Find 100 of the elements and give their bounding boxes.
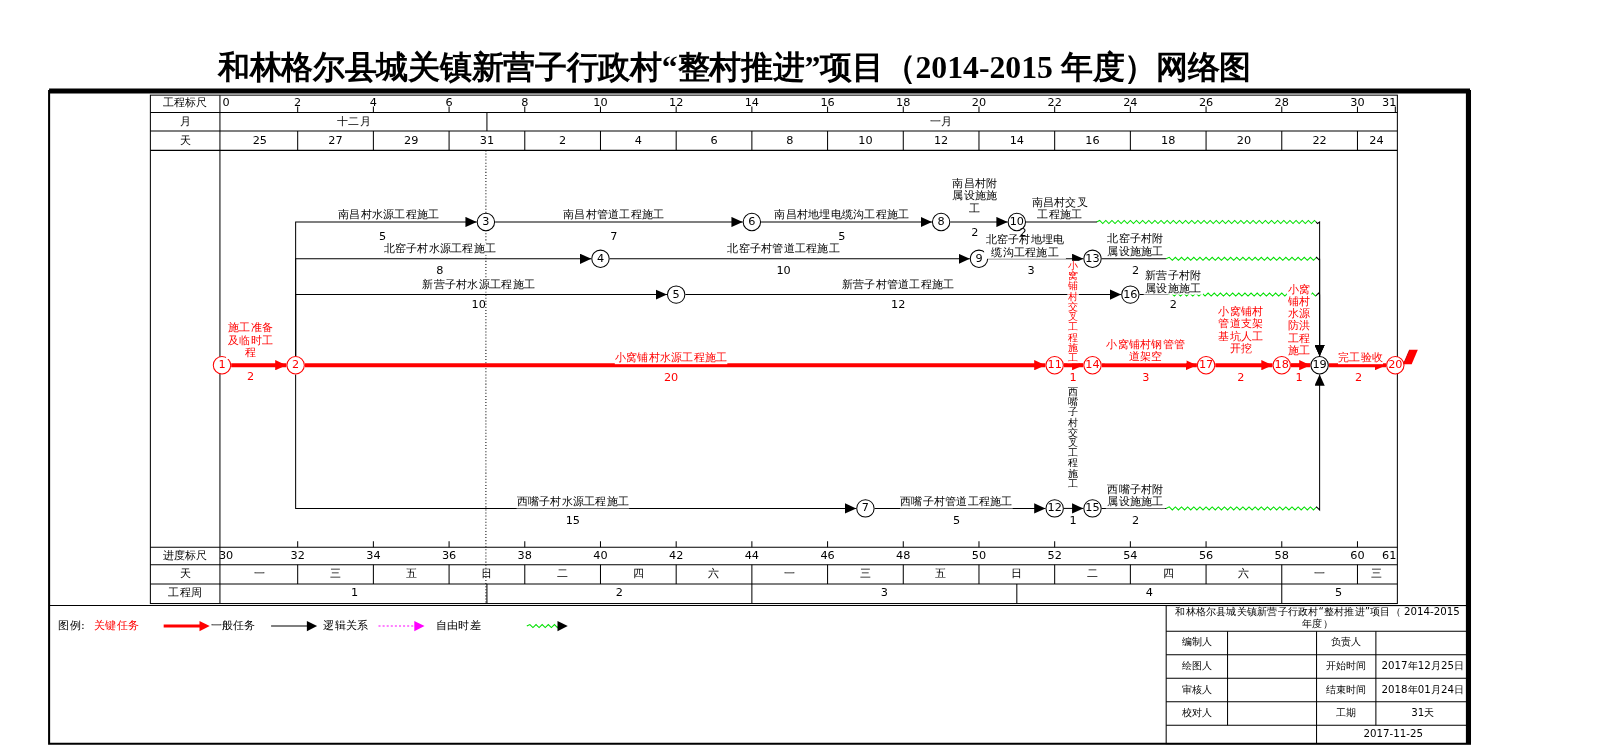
weekday-label: 三	[859, 567, 872, 580]
event-circle: 12	[1045, 499, 1064, 518]
row-header: 天	[179, 567, 191, 580]
table-cell-text: 绘图人	[1181, 659, 1213, 673]
arrow	[949, 216, 1009, 228]
duration-label: 2	[971, 227, 979, 240]
day-number: 2	[559, 135, 567, 148]
event-circle: 7	[856, 499, 875, 518]
scale-number: 26	[1198, 97, 1214, 110]
duration-label: 15	[565, 514, 580, 527]
scale-number: 18	[896, 97, 911, 110]
weekday-label: 三	[329, 567, 342, 580]
day-number: 25	[252, 135, 267, 148]
arrow	[1328, 360, 1387, 371]
event-circle: 18	[1272, 356, 1291, 375]
edge-label: 小窝铺村钢管管道架空	[1104, 338, 1187, 364]
duration-label: 10	[776, 264, 791, 278]
edge-label: 西嘴子村水源工程施工	[516, 496, 630, 509]
table-cell-text: 编制人	[1181, 636, 1213, 649]
scale-number: 58	[1274, 549, 1289, 562]
row-header: 月	[179, 115, 191, 128]
duration-label: 5	[838, 231, 846, 244]
scale-number: 30	[218, 549, 234, 562]
event-circle: 13	[1083, 249, 1102, 268]
duration-label: 5	[379, 231, 387, 244]
edge-label: 北窑子村附属设施施工	[1105, 233, 1166, 258]
arrow	[1215, 360, 1273, 371]
duration-label: 2	[1354, 371, 1363, 384]
arrow	[295, 289, 668, 357]
edge-label: 北窑子村水源工程施工	[383, 242, 497, 255]
scale-number: 44	[744, 549, 760, 562]
edge-label: 南昌村附属设施施工	[950, 178, 1000, 215]
arrow	[1063, 360, 1084, 371]
scale-number: 20	[971, 97, 987, 110]
event-circle: 14	[1083, 356, 1102, 375]
edge-label: 西嘴子村管道工程施工	[900, 496, 1013, 509]
edge-label: 新营子村水源工程施工	[422, 279, 535, 292]
duration-label: 3	[1142, 371, 1150, 384]
scale-number: 0	[222, 97, 230, 110]
scale-number: 16	[820, 97, 835, 110]
arrow	[684, 289, 1122, 300]
arrow	[494, 216, 744, 228]
table-cell-text: 审核人	[1181, 683, 1213, 696]
weekday-label: 日	[1011, 567, 1023, 580]
scale-number: 40	[593, 549, 608, 562]
day-number: 8	[786, 135, 794, 148]
scale-number: 36	[441, 549, 457, 562]
table-cell-text: 2017年12月25日	[1381, 659, 1465, 673]
scale-number: 30	[1350, 97, 1365, 110]
event-circle: 15	[1083, 499, 1102, 518]
event-circle: 11	[1045, 356, 1064, 375]
duration-label: 7	[610, 231, 618, 244]
edge-label: 南昌村交叉工程施工	[1030, 196, 1090, 221]
day-number: 4	[634, 135, 642, 148]
event-circle: 19	[1310, 356, 1329, 375]
month-label: 一月	[929, 115, 953, 128]
week-number: 3	[880, 587, 888, 600]
scale-number: 24	[1123, 97, 1138, 110]
day-number: 20	[1236, 135, 1252, 148]
weekday-label: 五	[405, 567, 417, 580]
duration-label: 12	[891, 298, 906, 311]
duration-label: 2	[1131, 514, 1140, 527]
duration-label: 20	[663, 371, 679, 384]
week-number: 4	[1145, 587, 1153, 600]
table-cell-text: 结束时间	[1325, 683, 1367, 696]
event-circle: 16	[1121, 285, 1140, 304]
table-cell-text: 工期	[1336, 706, 1357, 720]
edge-label: 小窝铺村水源工程施工	[614, 351, 728, 365]
scale-number: 61	[1382, 549, 1397, 562]
event-circle: 1	[212, 356, 232, 375]
scale-number: 10	[593, 97, 608, 110]
duration-label: 8	[436, 264, 444, 278]
weekday-label: 四	[1162, 567, 1174, 580]
scale-number: 8	[521, 97, 529, 110]
edge-label: 完工验收	[1338, 351, 1384, 365]
row-header: 进度标尺	[162, 549, 208, 562]
weekday-label: 六	[1238, 567, 1250, 580]
legend-label: 关键任务	[94, 619, 140, 633]
day-number: 18	[1161, 135, 1176, 148]
weekday-label: 二	[557, 567, 569, 580]
weekday-label: 五	[935, 567, 947, 580]
scale-number: 38	[517, 549, 532, 562]
legend-label: 自由时差	[435, 619, 481, 633]
weekday-label: 六	[708, 567, 720, 580]
duration-label: 2	[1131, 264, 1140, 278]
legend-label: 一般任务	[210, 619, 256, 633]
day-number: 6	[710, 135, 718, 148]
event-circle: 8	[931, 212, 951, 232]
duration-label: 3	[1027, 264, 1035, 278]
event-circle: 6	[742, 212, 762, 232]
arrow	[1101, 360, 1197, 371]
arrow	[1290, 360, 1311, 371]
edge-label: 小窝铺村管道支架基坑人工开挖	[1216, 305, 1266, 355]
scale-number: 6	[445, 97, 453, 110]
duration-label: 2	[247, 370, 255, 383]
scale-number: 2	[294, 97, 302, 110]
day-number: 27	[328, 135, 343, 148]
scale-number: 22	[1047, 97, 1062, 110]
legend-label: 逻辑关系	[323, 619, 369, 633]
arrow	[231, 360, 287, 371]
